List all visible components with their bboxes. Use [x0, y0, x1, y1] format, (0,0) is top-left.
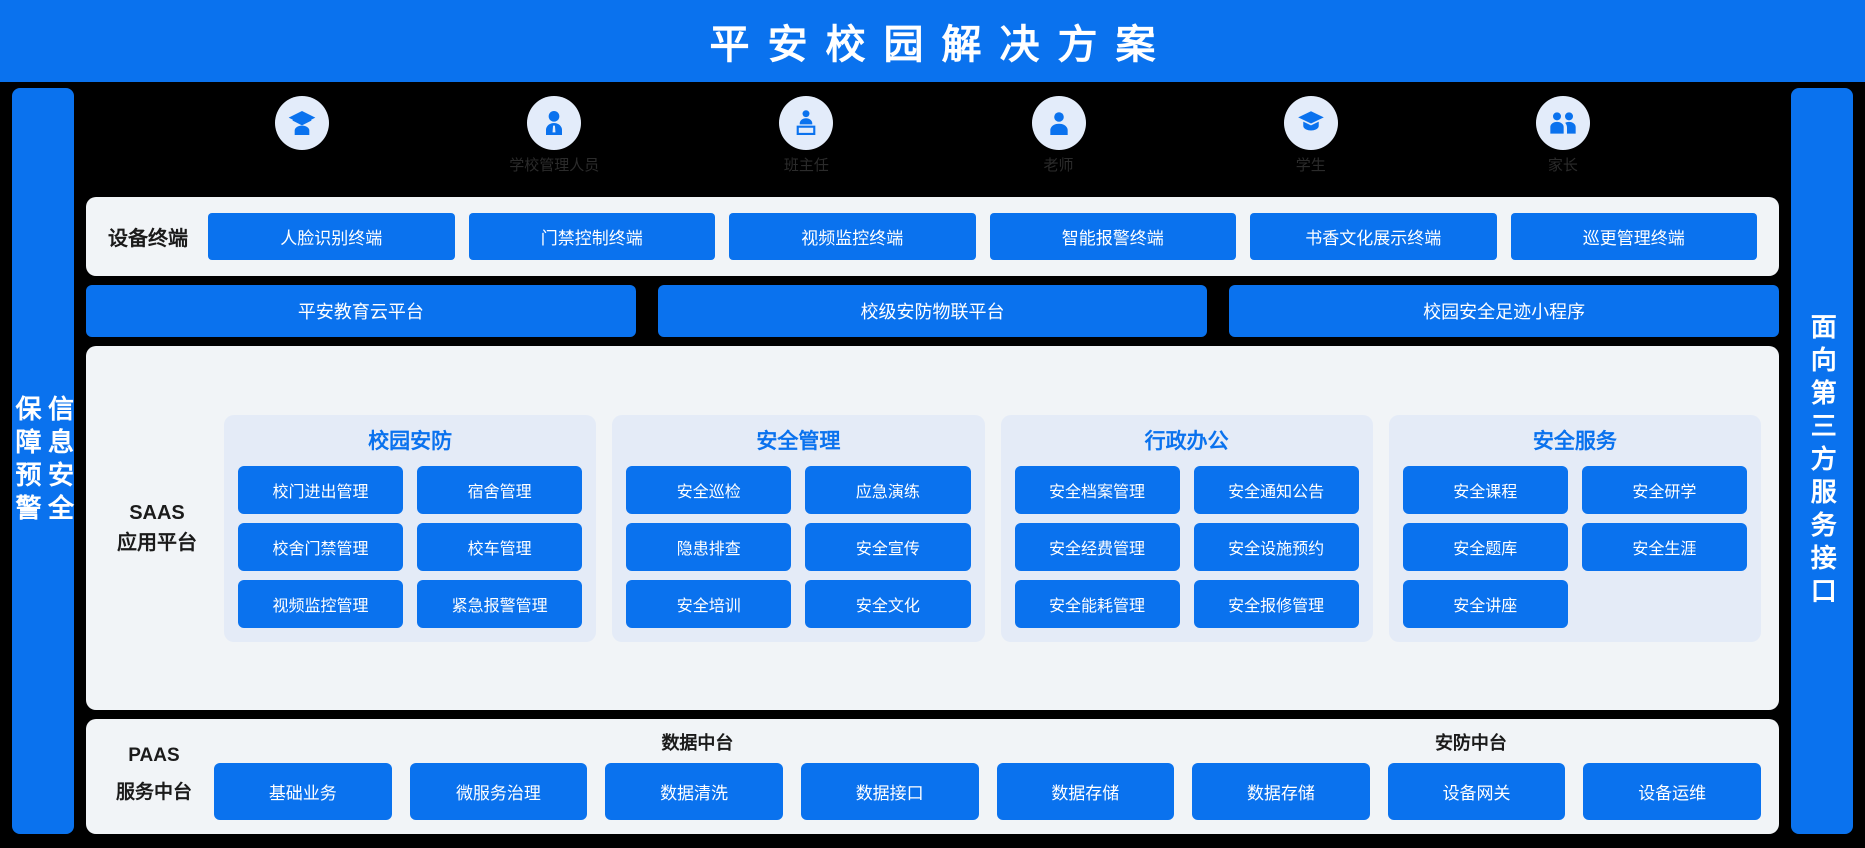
paas-item[interactable]: 基础业务	[214, 763, 392, 820]
saas-item[interactable]: 安全能耗管理	[1014, 579, 1180, 628]
paas-item[interactable]: 数据存储	[996, 763, 1175, 820]
saas-item[interactable]: 安全文化	[805, 579, 971, 628]
role-label: 班主任	[783, 157, 829, 174]
device-button[interactable]: 视频监控终端	[729, 213, 976, 260]
saas-group-title: 安全管理	[756, 429, 841, 453]
saas-item[interactable]: 安全研学	[1581, 465, 1747, 514]
saas-item[interactable]: 紧急报警管理	[417, 579, 583, 628]
saas-group-safety-management: 安全管理 安全巡检 应急演练 隐患排查 安全宣传 安全培训 安全文化	[612, 414, 985, 642]
role-label: 学校管理人员	[509, 157, 600, 174]
paas-item[interactable]: 设备运维	[1583, 763, 1761, 820]
role-item[interactable]: 家长	[1503, 96, 1623, 175]
paas-item[interactable]: 数据接口	[800, 763, 979, 820]
saas-item[interactable]: 安全宣传	[805, 522, 971, 571]
platform-button[interactable]: 平安教育云平台	[86, 285, 636, 337]
paas-group-title-data: 数据中台	[661, 733, 734, 753]
paas-item-list: 基础业务 微服务治理 数据清洗 数据接口 数据存储 数据存储 设备网关 设备运维	[214, 763, 1761, 820]
saas-groups: 校园安防 校门进出管理 宿舍管理 校舍门禁管理 校车管理 视频监控管理 紧急报警…	[224, 414, 1761, 642]
platform-button[interactable]: 校级安防物联平台	[657, 285, 1208, 337]
paas-label: PAAS 服务中台	[115, 745, 192, 803]
saas-item-list: 安全档案管理 安全通知公告 安全经费管理 安全设施预约 安全能耗管理 安全报修管…	[1014, 465, 1359, 628]
role-label: 学生	[1295, 157, 1326, 174]
device-button[interactable]: 人脸识别终端	[208, 213, 455, 260]
device-button[interactable]: 巡更管理终端	[1510, 213, 1757, 260]
saas-label: SAAS 应用平台	[117, 502, 197, 554]
saas-item[interactable]: 安全通知公告	[1193, 465, 1359, 514]
role-label: 家长	[1547, 157, 1578, 174]
saas-item[interactable]: 应急演练	[805, 465, 971, 514]
saas-group-administration: 行政办公 安全档案管理 安全通知公告 安全经费管理 安全设施预约 安全能耗管理 …	[1000, 414, 1373, 642]
diagram-body: 信息安全 保障预警 学校管理人员	[0, 82, 1865, 848]
paas-panel: PAAS 服务中台 数据中台 安防中台 基础业务 微服务治理 数据清洗 数据接口…	[86, 719, 1779, 834]
saas-group-title: 校园安防	[368, 429, 453, 453]
saas-item[interactable]: 视频监控管理	[238, 579, 404, 628]
saas-item[interactable]: 安全课程	[1402, 465, 1568, 514]
role-label: 老师	[1043, 157, 1074, 174]
device-button[interactable]: 智能报警终端	[989, 213, 1236, 260]
role-item[interactable]: 学校管理人员	[494, 96, 614, 175]
saas-group-title: 安全服务	[1532, 429, 1617, 453]
saas-group-title: 行政办公	[1144, 429, 1229, 453]
platform-button[interactable]: 校园安全足迹小程序	[1229, 285, 1780, 337]
left-rail-information-security: 信息安全 保障预警	[12, 88, 75, 834]
saas-group-safety-service: 安全服务 安全课程 安全研学 安全题库 安全生涯 安全讲座	[1388, 414, 1761, 642]
role-item[interactable]: 老师	[999, 96, 1119, 175]
paas-group-headers: 数据中台 安防中台	[214, 729, 1761, 755]
saas-item[interactable]: 安全经费管理	[1014, 522, 1180, 571]
saas-item[interactable]: 安全生涯	[1581, 522, 1747, 571]
saas-item[interactable]: 安全培训	[626, 579, 792, 628]
right-rail-label: 面向第三方服务接口	[1807, 312, 1838, 610]
role-item[interactable]: 学生	[1251, 96, 1371, 175]
paas-item[interactable]: 数据清洗	[605, 763, 783, 820]
teacher-person-icon	[1031, 96, 1086, 150]
saas-group-campus-security: 校园安防 校门进出管理 宿舍管理 校舍门禁管理 校车管理 视频监控管理 紧急报警…	[224, 414, 597, 642]
right-rail-third-party-interface: 面向第三方服务接口	[1791, 88, 1853, 834]
paas-item[interactable]: 数据存储	[1192, 763, 1370, 820]
paas-group-title-security: 安防中台	[1434, 733, 1507, 753]
device-button[interactable]: 书香文化展示终端	[1250, 213, 1497, 260]
saas-item[interactable]: 隐患排查	[626, 522, 792, 571]
paas-item[interactable]: 设备网关	[1387, 763, 1566, 820]
saas-item[interactable]: 安全设施预约	[1193, 522, 1359, 571]
teacher-board-icon	[779, 96, 834, 150]
role-item[interactable]	[242, 96, 362, 154]
saas-item[interactable]: 安全报修管理	[1193, 579, 1359, 628]
saas-item[interactable]: 校舍门禁管理	[238, 522, 404, 571]
saas-item[interactable]: 宿舍管理	[417, 465, 583, 514]
saas-item[interactable]: 校门进出管理	[238, 465, 404, 514]
student-cap-icon	[1283, 96, 1338, 150]
saas-item[interactable]: 安全巡检	[626, 465, 792, 514]
device-button[interactable]: 门禁控制终端	[468, 213, 715, 260]
parents-group-icon	[1535, 96, 1590, 150]
admin-person-icon	[527, 96, 582, 150]
saas-item-list: 安全巡检 应急演练 隐患排查 安全宣传 安全培训 安全文化	[626, 465, 971, 628]
left-rail-label: 信息安全 保障预警	[12, 395, 75, 527]
saas-item-list: 校门进出管理 宿舍管理 校舍门禁管理 校车管理 视频监控管理 紧急报警管理	[238, 465, 583, 628]
center-column: 学校管理人员 班主任 老师	[86, 88, 1780, 834]
device-terminal-label: 设备终端	[108, 228, 188, 250]
saas-item[interactable]: 校车管理	[417, 522, 583, 571]
device-terminal-panel: 设备终端 人脸识别终端 门禁控制终端 视频监控终端 智能报警终端 书香文化展示终…	[86, 197, 1779, 276]
graduate-cap-user-icon	[275, 96, 330, 150]
platform-row: 平安教育云平台 校级安防物联平台 校园安全足迹小程序	[86, 285, 1780, 337]
saas-item-list: 安全课程 安全研学 安全题库 安全生涯 安全讲座	[1402, 465, 1747, 628]
page-header: 平安校园解决方案	[0, 0, 1865, 82]
page-title: 平安校园解决方案	[709, 23, 1174, 67]
paas-item[interactable]: 微服务治理	[409, 763, 588, 820]
saas-item[interactable]: 安全档案管理	[1014, 465, 1180, 514]
saas-panel: SAAS 应用平台 校园安防 校门进出管理 宿舍管理 校舍门禁管理 校车管理 视…	[86, 346, 1779, 710]
saas-item[interactable]: 安全题库	[1402, 522, 1568, 571]
role-item[interactable]: 班主任	[746, 96, 866, 175]
roles-row: 学校管理人员 班主任 老师	[86, 88, 1779, 188]
paas-content: 数据中台 安防中台 基础业务 微服务治理 数据清洗 数据接口 数据存储 数据存储…	[214, 729, 1761, 820]
saas-item[interactable]: 安全讲座	[1402, 579, 1568, 628]
